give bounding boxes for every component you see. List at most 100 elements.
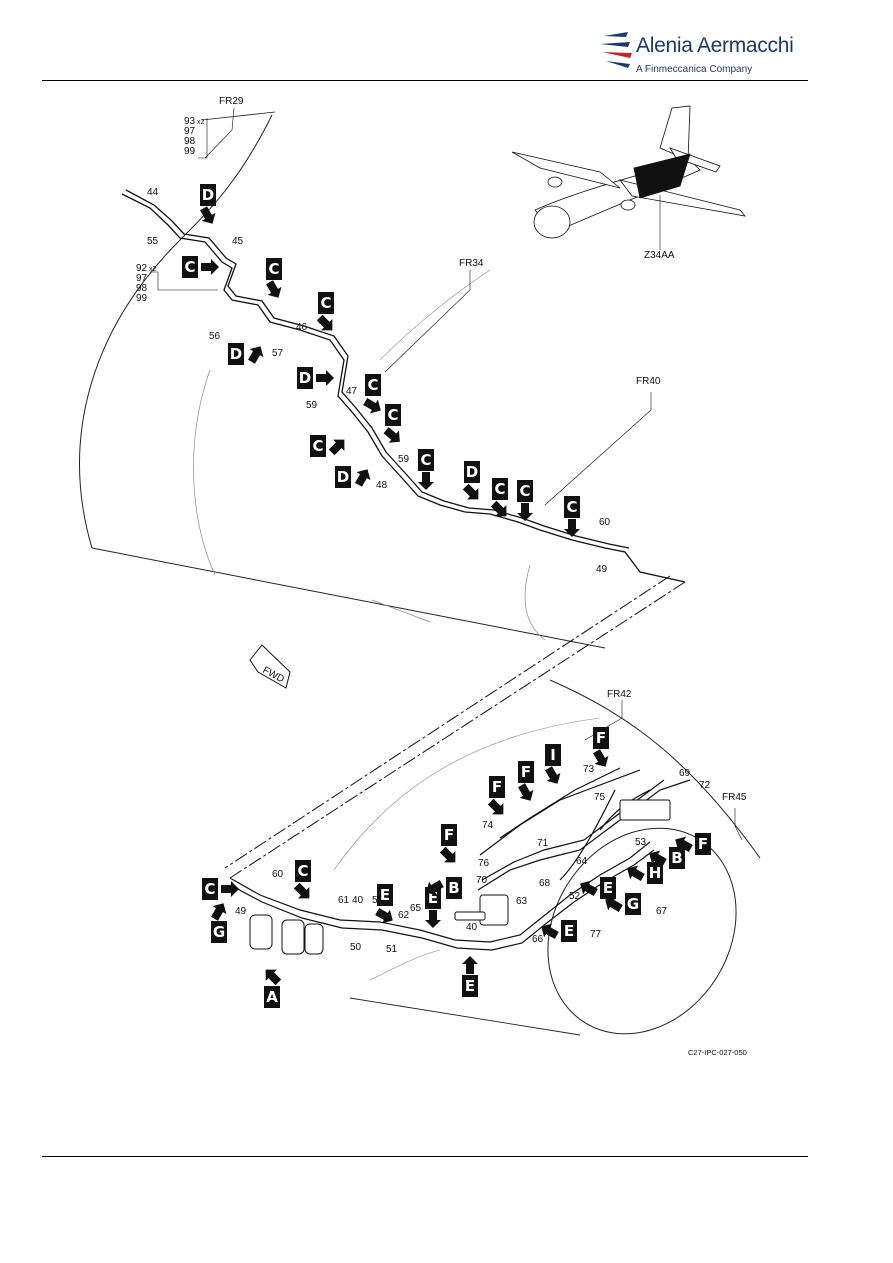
callout-tag-d: D — [297, 367, 334, 389]
callout-arrow-icon — [313, 311, 339, 337]
qty-x2-label: x2 — [149, 266, 157, 273]
callout-tag-f: F — [484, 776, 510, 821]
part-stack-mid-item: 97 — [136, 273, 148, 284]
part-number-label: 72 — [699, 780, 711, 791]
callout-arrow-icon — [425, 910, 441, 928]
callout-letter: H — [649, 864, 662, 882]
fuselage-floor-line — [91, 547, 606, 649]
part-number-label: 60 — [272, 869, 284, 880]
callout-tag-c: C — [418, 449, 434, 490]
callout-letter: E — [564, 922, 574, 940]
part-number-label: 69 — [679, 768, 691, 779]
callout-letter: F — [444, 826, 454, 844]
callout-arrow-icon — [541, 764, 565, 788]
brand-logo: Alenia Aermacchi A Finmeccanica Company — [598, 30, 798, 82]
callout-arrow-icon — [484, 795, 510, 821]
part-number-label: 64 — [576, 856, 588, 867]
part-stack-mid-item: 99 — [136, 293, 148, 304]
callout-tag-f: F — [671, 832, 711, 856]
callout-arrow-icon — [290, 879, 316, 905]
callout-tag-c: C — [564, 496, 580, 537]
part-number-label: 40 — [352, 895, 364, 906]
callout-tag-e: E — [373, 884, 397, 928]
callout-letter: C — [566, 498, 577, 516]
callout-tag-c: C — [361, 374, 385, 418]
aircraft-locator-inset — [511, 105, 747, 239]
part-stack-top-item: 93 — [184, 116, 196, 127]
part-number-label: 65 — [410, 903, 422, 914]
callout-arrow-icon — [373, 904, 397, 928]
frame-label-fr40: FR40 — [636, 376, 661, 387]
fuselage-skin-lower — [549, 679, 761, 859]
part-number-label: 59 — [398, 454, 410, 465]
pipe-upper-run — [121, 189, 686, 583]
callout-tag-c: C — [290, 860, 316, 905]
header-rule — [42, 80, 808, 81]
part-number-label: 49 — [596, 564, 608, 575]
callout-tag-e: E — [462, 956, 478, 997]
callout-letter: A — [266, 988, 278, 1006]
callout-letter: D — [202, 186, 214, 204]
part-number-label: 56 — [209, 331, 221, 342]
callout-letter: C — [367, 376, 378, 394]
part-number-label: 71 — [537, 838, 549, 849]
callout-letter: C — [297, 862, 308, 880]
callout-tag-d: D — [335, 465, 375, 489]
callout-arrow-icon — [196, 204, 220, 228]
callout-letter: E — [380, 886, 390, 904]
callout-letter: C — [320, 294, 331, 312]
part-number-label: 57 — [272, 348, 284, 359]
callout-arrow-icon — [418, 472, 434, 490]
part-number-label: 49 — [235, 906, 247, 917]
callout-tag-d: D — [228, 342, 268, 366]
leader-lines — [150, 107, 743, 841]
part-number-label: 75 — [594, 792, 606, 803]
fuselage-skin-upper — [79, 114, 273, 549]
callout-arrow-icon — [564, 519, 580, 537]
callout-tag-c: C — [313, 292, 339, 337]
part-number-label: 62 — [398, 910, 410, 921]
part-number-label: 67 — [656, 906, 668, 917]
brand-subtitle: A Finmeccanica Company — [636, 64, 753, 75]
callout-arrow-icon — [221, 881, 239, 897]
part-number-label: 45 — [232, 236, 244, 247]
part-number-label: 55 — [147, 236, 159, 247]
callout-tag-g: G — [601, 892, 641, 916]
callout-tag-g: G — [207, 899, 231, 943]
callout-arrow-icon — [262, 278, 286, 302]
part-stack-mid-item: 92 — [136, 263, 148, 274]
part-number-label: 76 — [478, 858, 490, 869]
part-number-label: 50 — [350, 942, 362, 953]
part-number-label: 63 — [516, 896, 528, 907]
callout-letter: C — [420, 451, 431, 469]
callout-arrow-icon — [459, 480, 485, 506]
callout-arrow-icon — [207, 899, 231, 923]
frame-label-fr45: FR45 — [722, 792, 747, 803]
callout-tag-c: C — [487, 478, 513, 523]
callout-letter: C — [387, 406, 398, 424]
callout-tag-c: C — [202, 878, 239, 900]
callout-letter: F — [596, 729, 606, 747]
callout-tag-i: I — [541, 744, 565, 788]
pipe-lower-run — [229, 767, 691, 951]
callout-tag-c: C — [380, 404, 406, 448]
part-stack-top-item: 98 — [184, 136, 196, 147]
callout-tag-f: F — [436, 824, 462, 869]
part-number-label: 52 — [569, 891, 581, 902]
frame-label-fr29: FR29 — [219, 96, 244, 107]
callout-letter: E — [465, 977, 475, 995]
callout-tag-d: D — [459, 461, 485, 506]
part-number-label: 48 — [376, 480, 388, 491]
callout-arrow-icon — [316, 370, 334, 386]
part-number-label: 66 — [532, 934, 544, 945]
part-number-label: 60 — [599, 517, 611, 528]
callout-arrow-icon — [380, 424, 406, 448]
part-number-label: 44 — [147, 187, 159, 198]
callout-letter: C — [312, 437, 323, 455]
callout-tag-f: F — [514, 761, 538, 805]
callout-letter: C — [494, 480, 505, 498]
part-stack-mid-item: 98 — [136, 283, 148, 294]
part-number-label: 51 — [386, 944, 398, 955]
frame-label-fr42: FR42 — [607, 689, 632, 700]
